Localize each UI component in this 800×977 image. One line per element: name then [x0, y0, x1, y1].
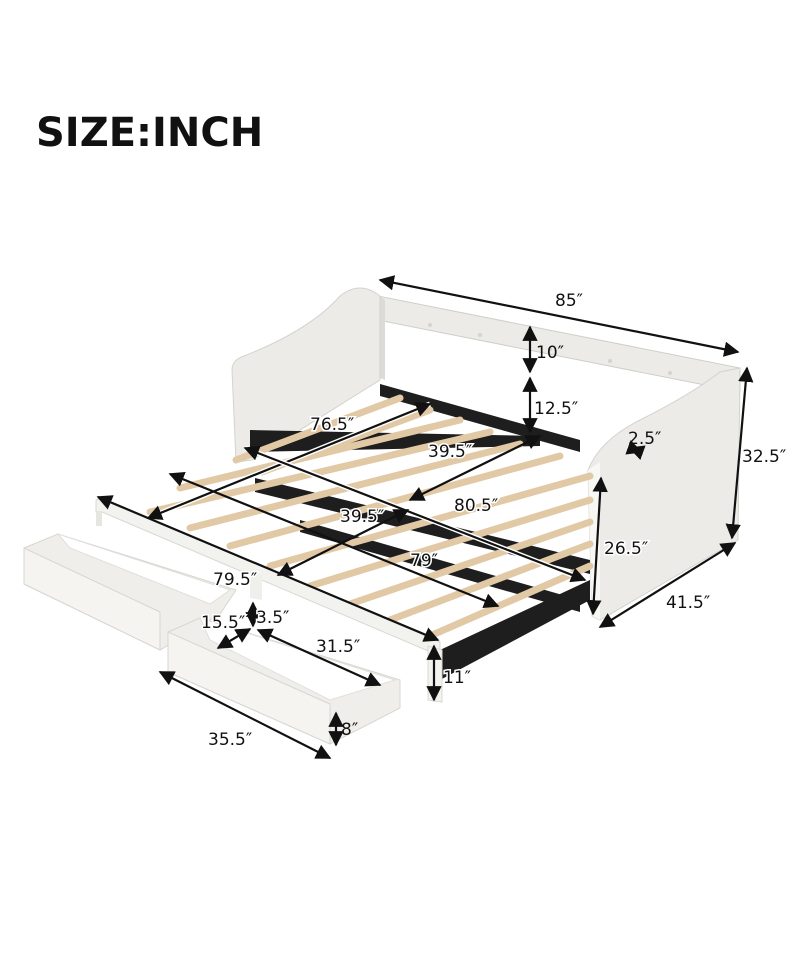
label-drawer-length: 35.5″ — [208, 730, 252, 750]
label-arm-thickness: 2.5″ — [628, 429, 661, 449]
label-trundle-length: 79.5″ — [213, 570, 257, 590]
storage-drawer-right — [167, 617, 401, 745]
label-backrest-to-slats: 12.5″ — [534, 399, 578, 419]
label-backrest-panel-height: 10″ — [536, 343, 564, 363]
label-arm-height: 26.5″ — [604, 539, 648, 559]
label-trundle-inner-length: 79″ — [410, 551, 438, 571]
size-unit-title: SIZE:INCH — [36, 110, 264, 156]
label-overall-height: 32.5″ — [742, 447, 786, 467]
label-drawer-height: 8″ — [341, 720, 358, 740]
label-trundle-slat-width: 39.5″ — [340, 507, 384, 527]
dimension-labels: 85″ 10″ 12.5″ 2.5″ 32.5″ 76.5″ 39.5″ 80.… — [200, 291, 787, 750]
label-daybed-inner-length: 80.5″ — [454, 496, 498, 516]
dimension-lines — [96, 275, 754, 759]
label-drawer-inner-length: 31.5″ — [316, 637, 360, 657]
label-overall-depth: 41.5″ — [666, 593, 710, 613]
label-drawer-width: 15.5″ — [201, 613, 245, 633]
label-overall-length: 85″ — [555, 291, 583, 311]
label-drawer-clearance: 3.5″ — [256, 608, 289, 628]
label-trundle-height: 11″ — [443, 668, 471, 688]
daybed-frame — [231, 287, 741, 680]
label-daybed-slat-width: 39.5″ — [428, 442, 472, 462]
label-inner-length-top: 76.5″ — [310, 415, 354, 435]
